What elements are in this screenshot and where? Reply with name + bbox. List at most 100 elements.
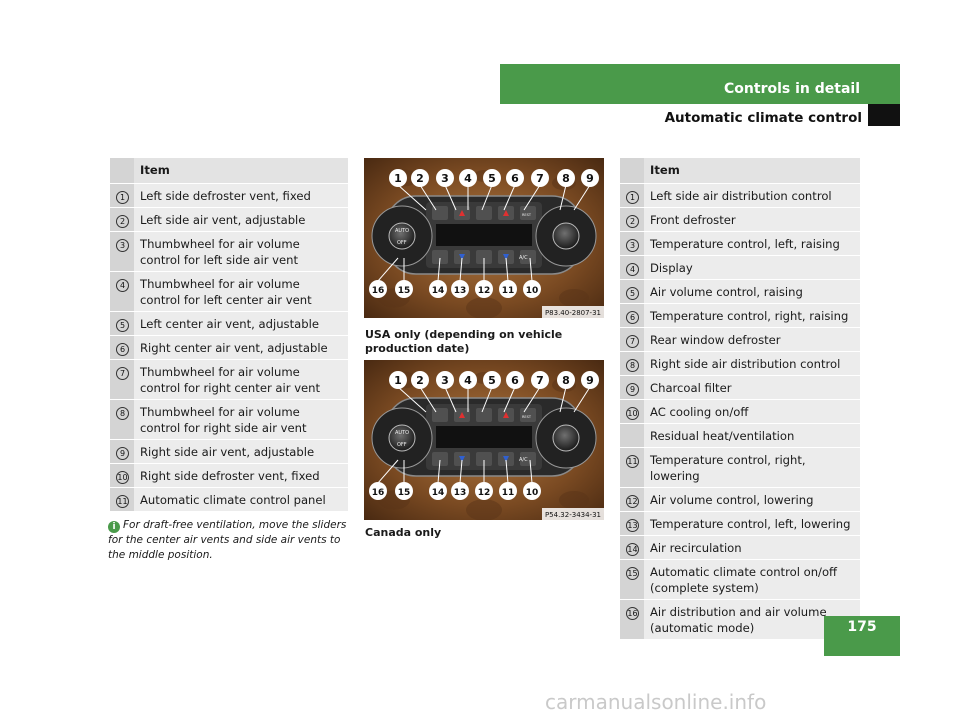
item-number-badge: 15 [626, 567, 639, 580]
item-number-cell: 11 [620, 447, 644, 488]
item-description: Display [644, 255, 860, 280]
item-number-badge: 7 [116, 367, 129, 380]
lower-arrow-icon [459, 254, 465, 260]
callout-badge [436, 371, 454, 389]
table-row-continuation: Residual heat/ventilation [620, 423, 860, 448]
callout-badge [459, 371, 477, 389]
table-header-num [620, 158, 644, 184]
item-description: Front defroster [644, 207, 860, 232]
item-description: Charcoal filter [644, 375, 860, 400]
item-description: Left side air vent, adjustable [134, 207, 348, 232]
item-number-badge: 3 [626, 239, 639, 252]
item-description: Right center air vent, adjustable [134, 335, 348, 360]
callout-badge [451, 280, 469, 298]
callout-badge [369, 482, 387, 500]
item-description: Temperature control, right, lowering [644, 447, 860, 488]
callout-badge [531, 371, 549, 389]
callout-leader [397, 184, 427, 211]
item-description: Left side air distribution control [644, 183, 860, 208]
callout-badge [531, 169, 549, 187]
lower-arrow-icon [459, 456, 465, 462]
watermark-text: carmanualsonline.info [545, 690, 767, 714]
callout-badge [459, 169, 477, 187]
table-row: 3 Temperature control, left, raising [620, 231, 860, 256]
callout-number: 12 [478, 286, 491, 296]
item-number-badge: 9 [116, 447, 129, 460]
item-number-cell: 2 [110, 207, 134, 232]
item-number-cell: 6 [110, 335, 134, 360]
callout-leader [419, 386, 437, 413]
info-note-text: For draft-free ventilation, move the sli… [108, 519, 347, 561]
photo-code: P54.32-3434-31 [545, 511, 601, 519]
item-number-cell: 6 [620, 303, 644, 328]
display-window [436, 224, 532, 246]
item-number-cell: 16 [620, 599, 644, 640]
callout-number: 4 [464, 374, 472, 387]
rotary-knob [552, 424, 580, 452]
callout-badge [395, 482, 413, 500]
callout-leader [481, 386, 493, 413]
photo-code-bg [542, 306, 604, 318]
item-description: Automatic climate control on/off (comple… [644, 559, 860, 600]
callout-leader [503, 184, 516, 211]
top-button [476, 206, 492, 220]
item-description: Temperature control, right, raising [644, 303, 860, 328]
callout-leader [573, 184, 591, 211]
item-number-badge: 6 [116, 343, 129, 356]
callout-number: 4 [464, 172, 472, 185]
callout-leader [444, 386, 457, 413]
item-number-cell: 9 [110, 439, 134, 464]
callout-number: 7 [536, 374, 544, 387]
item-description: Right side air vent, adjustable [134, 439, 348, 464]
callout-badge [523, 280, 541, 298]
callout-number: 13 [454, 488, 467, 498]
item-number-cell: 8 [110, 399, 134, 440]
item-number-badge: 16 [626, 607, 639, 620]
off-label: OFF [397, 240, 407, 246]
item-description: Temperature control, left, raising [644, 231, 860, 256]
bottom-button [432, 452, 448, 466]
callout-number: 8 [562, 172, 570, 185]
callout-number: 15 [398, 488, 411, 498]
rest-label: REST [522, 213, 532, 217]
callout-badge [411, 169, 429, 187]
item-description: Left side defroster vent, fixed [134, 183, 348, 208]
item-number-badge: 11 [626, 455, 639, 468]
callout-badge [499, 280, 517, 298]
item-number-badge: 1 [626, 191, 639, 204]
callout-number: 16 [372, 286, 385, 296]
item-number-cell: 4 [110, 271, 134, 312]
top-button [476, 408, 492, 422]
item-number-cell-empty [620, 423, 644, 448]
callout-leader [459, 459, 463, 484]
table-header-row: Item [110, 158, 348, 184]
callout-number: 5 [488, 374, 496, 387]
callout-leader [444, 184, 457, 211]
wood-grain [559, 491, 589, 509]
callout-badge [475, 280, 493, 298]
item-number-cell: 13 [620, 511, 644, 536]
callout-number: 10 [526, 286, 539, 296]
callout-number: 9 [586, 172, 594, 185]
callout-number: 15 [398, 286, 411, 296]
callout-number: 5 [488, 172, 496, 185]
raise-arrow-icon [503, 210, 509, 216]
item-number-badge: 4 [116, 279, 129, 292]
item-description: Air recirculation [644, 535, 860, 560]
callout-leader [377, 459, 399, 484]
rotary-knob [552, 222, 580, 250]
page-number: 175 [847, 619, 877, 635]
item-description: Thumbwheel for air volume control for le… [134, 231, 348, 272]
callout-badge [436, 169, 454, 187]
callout-number: 9 [586, 374, 594, 387]
callout-leader [573, 386, 591, 413]
rotary-knob [388, 424, 416, 452]
callout-leader [559, 184, 567, 211]
bottom-button [476, 452, 492, 466]
